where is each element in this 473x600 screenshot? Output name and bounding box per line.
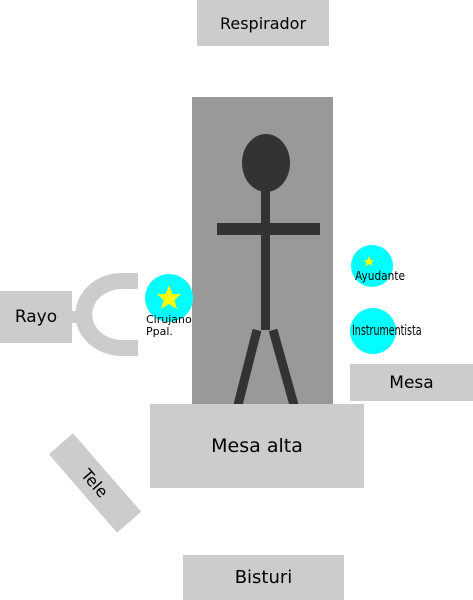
instrument-table-label: Mesa xyxy=(389,372,434,393)
star-icon xyxy=(364,256,374,266)
high-table-box: Mesa alta xyxy=(150,404,364,488)
patient-right-leg xyxy=(268,328,299,407)
scrub-nurse-marker xyxy=(350,308,396,354)
patient-torso xyxy=(261,190,270,330)
surgeon-label-line2: Ppal. xyxy=(146,325,173,338)
patient-arms xyxy=(217,223,320,235)
surgeon-label: Cirujano Ppal. xyxy=(146,314,192,338)
scalpel-label: Bisturi xyxy=(234,567,293,588)
xray-label: Rayo xyxy=(14,307,58,327)
c-arm-arc xyxy=(75,273,138,356)
patient-head xyxy=(242,134,290,192)
xray-box: Rayo xyxy=(0,291,72,343)
high-table-label: Mesa alta xyxy=(211,435,303,457)
ventilator-label: Respirador xyxy=(219,13,307,33)
assistant-label: Ayudante xyxy=(355,269,405,283)
scalpel-box: Bisturi xyxy=(183,555,344,600)
star-icon xyxy=(157,285,181,309)
surgeon-label-line1: Cirujano xyxy=(146,313,192,326)
c-arm xyxy=(72,273,138,356)
patient-left-leg xyxy=(233,328,262,407)
patient-figure xyxy=(217,134,320,407)
scrub-nurse-label: Instrumentista xyxy=(352,323,422,339)
ventilator-box: Respirador xyxy=(197,0,329,46)
assistant-marker xyxy=(351,245,393,287)
instrument-table-box: Mesa xyxy=(350,364,473,401)
